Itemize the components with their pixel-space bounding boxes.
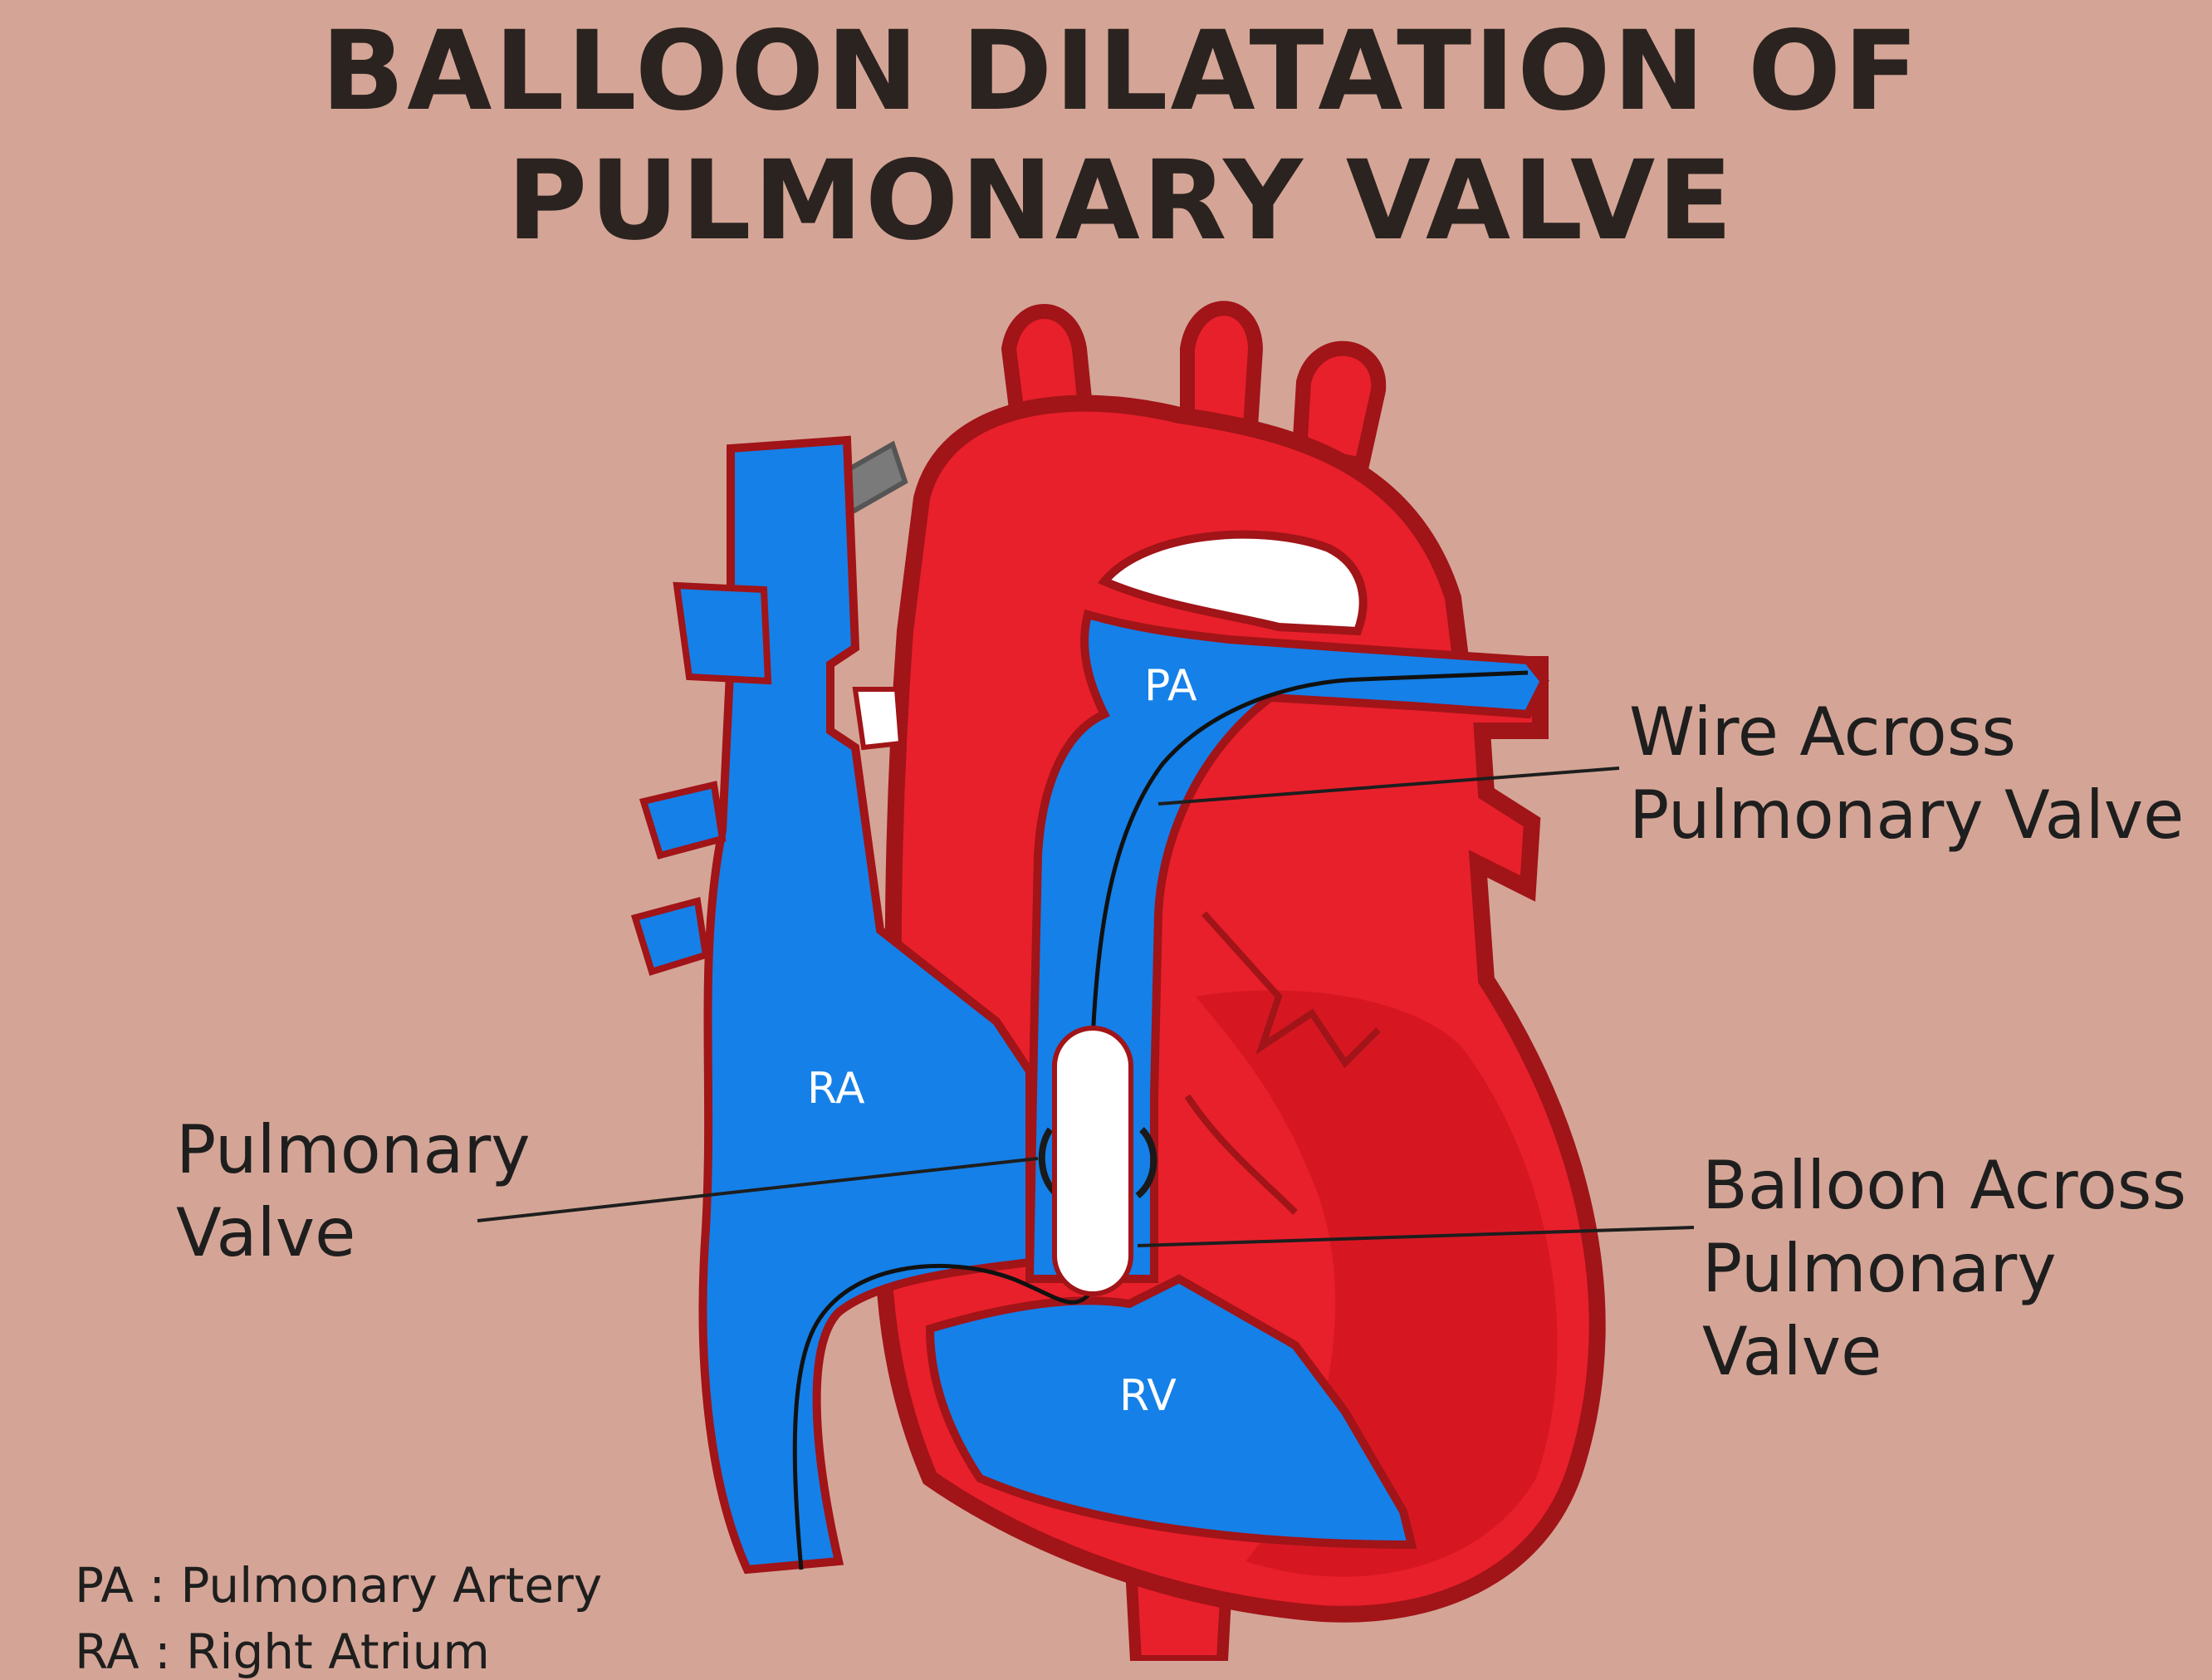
pulmonary-artery [1025,609,1549,1283]
label-valve-line-2: Valve [176,1194,356,1271]
label-wire-line-2: Pulmonary Valve [1629,776,2185,854]
label-rv: RV [1119,1371,1177,1421]
label-balloon-line-1: Balloon Across [1702,1147,2187,1224]
valve-leader-line [477,1157,1039,1222]
ventricle-shading [1196,990,1558,1577]
svc-notch [852,687,904,751]
legend-ra: RA : Right Atrium [75,1624,490,1680]
aortic-arch-gap [1097,530,1368,636]
heart-wall-line [1201,911,1381,1069]
label-wire-across: Wire Across Pulmonary Valve [1629,691,2184,857]
aortic-branch-2 [1180,301,1264,448]
aortic-branch-3 [1291,340,1387,474]
label-balloon-across: Balloon Across Pulmonary Valve [1702,1144,2212,1393]
pulmonary-vein-2 [639,781,727,860]
label-pa: PA [1144,661,1197,711]
pulmonary-vein-1 [673,581,772,685]
pulmonary-vein-3 [630,896,710,976]
balloon-leader-line [1137,1226,1695,1247]
label-ra: RA [807,1064,865,1114]
right-atrium [698,435,1034,1575]
label-pulmonary-valve: Pulmonary Valve [176,1109,531,1275]
pulmonary-valve-right [1135,1127,1157,1199]
title-line-1: BALLOON DILATATION OF [321,7,1921,135]
legend-pa: PA : Pulmonary Artery [75,1557,603,1614]
title-line-2: PULMONARY VALVE [507,137,1735,265]
heart-wall-line-2 [1184,1094,1298,1215]
label-valve-line-1: Pulmonary [176,1111,531,1188]
wire-leader-line [1157,767,1620,806]
label-balloon-line-2: Pulmonary Valve [1702,1230,2057,1390]
balloon [1052,1026,1133,1296]
label-wire-line-1: Wire Across [1629,693,2017,771]
